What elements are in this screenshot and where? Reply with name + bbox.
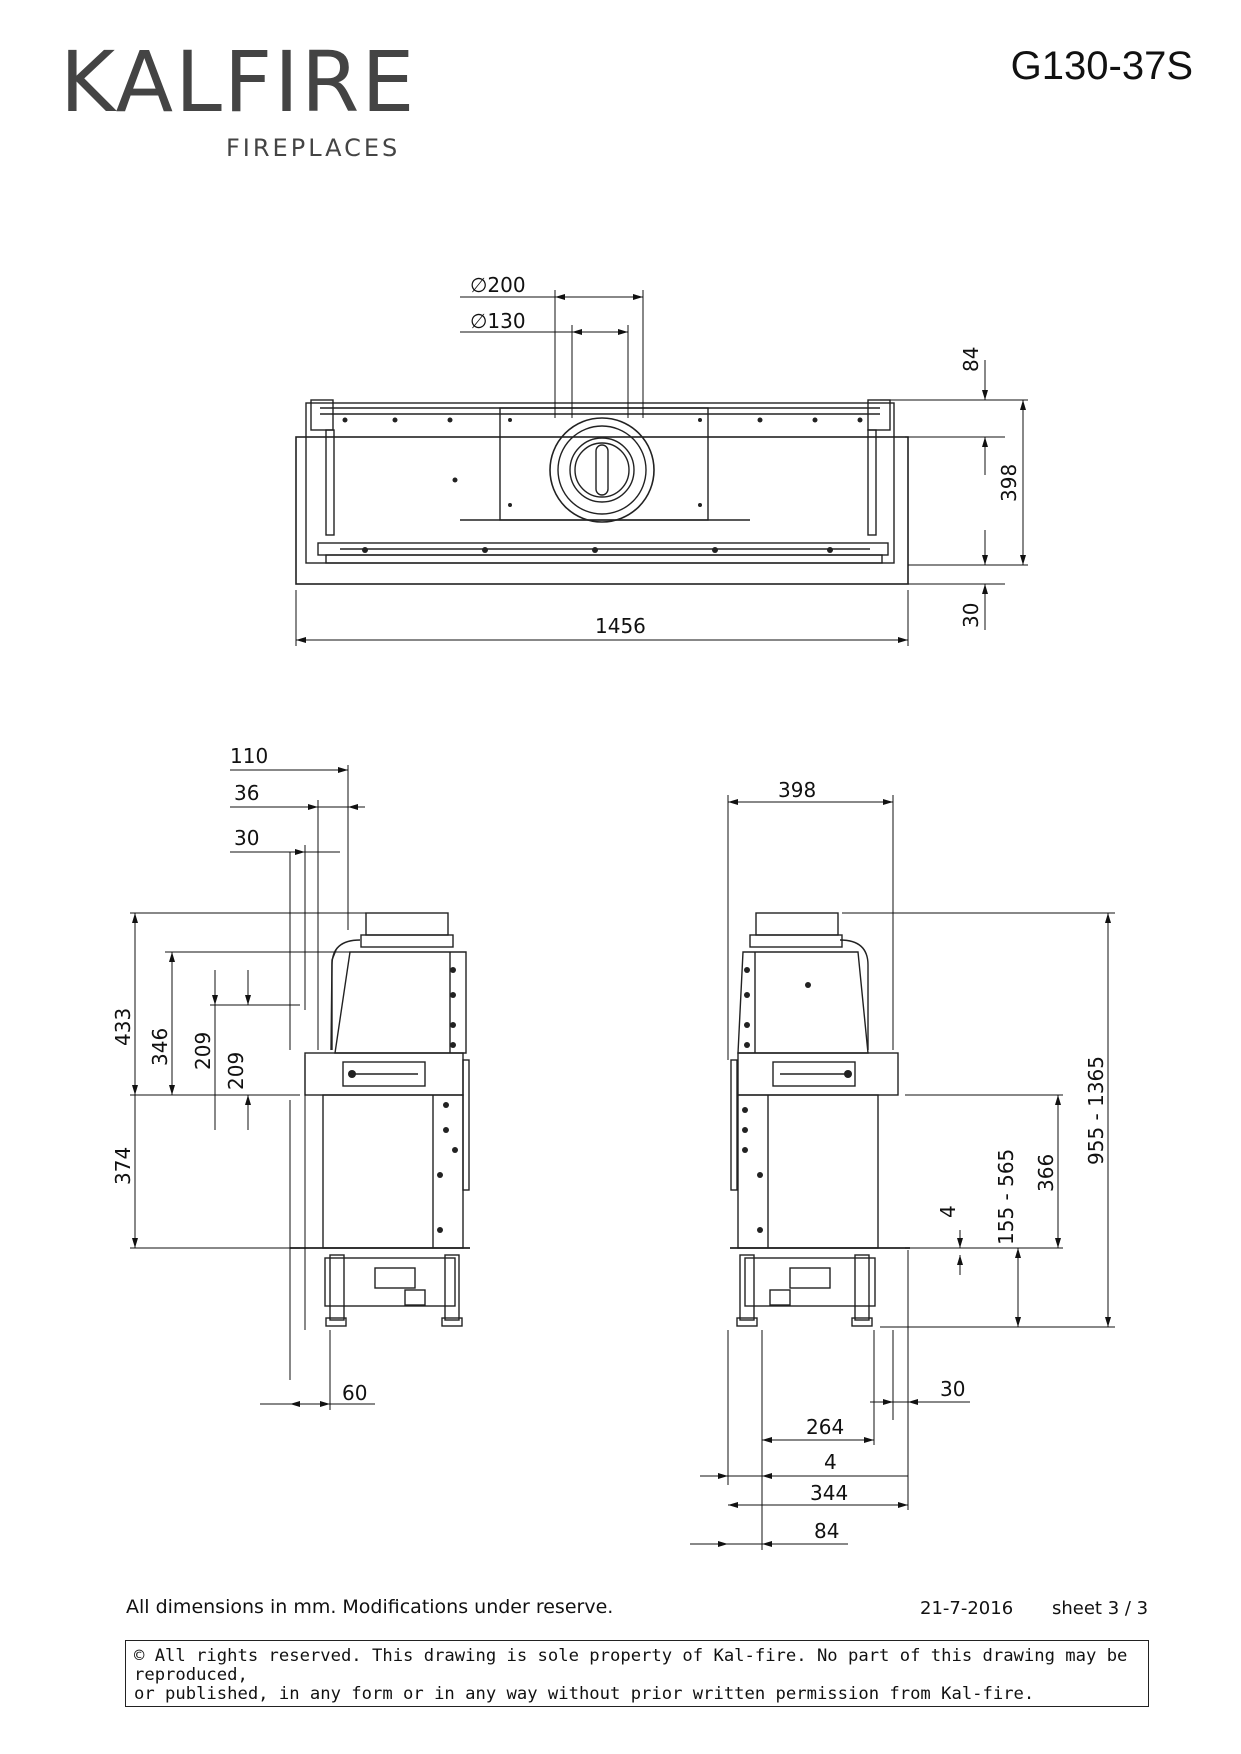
dim-30-left-label: 30 [234,826,259,850]
dim-84-right-label: 84 [814,1519,839,1543]
left-view-dimensions [130,765,375,1410]
dim-84-label: 84 [959,347,983,372]
dim-1456-label: 1456 [595,614,646,638]
dim-4-vertical-label: 4 [936,1205,960,1218]
dim-30-label: 30 [959,603,983,628]
brand-logo: KALFIRE [60,33,417,131]
dim-60-label: 60 [342,1381,367,1405]
dim-209a-label: 209 [191,1032,215,1070]
dim-264-label: 264 [806,1415,844,1439]
right-side-view [730,912,910,1327]
dim-155-565-label: 155 - 565 [994,1149,1018,1245]
dim-4-label: 4 [824,1450,837,1474]
brand-subtitle: FIREPLACES [226,134,401,162]
dim-110-label: 110 [230,744,268,768]
dim-d200-label: ∅200 [470,273,526,297]
dim-209b-label: 209 [224,1052,248,1090]
right-view-dimensions [690,795,1115,1550]
dim-344-label: 344 [810,1481,848,1505]
dim-36-label: 36 [234,781,259,805]
dim-346-label: 346 [148,1028,172,1066]
drawing-date: 21-7-2016 [920,1598,1014,1619]
top-view [295,399,909,585]
dim-374-label: 374 [111,1147,135,1185]
model-number: G130-37S [1010,44,1193,88]
dim-433-label: 433 [111,1008,135,1046]
top-view-dimensions [295,290,1028,646]
left-side-view [290,912,470,1327]
dimensions-note: All dimensions in mm. Modifications unde… [126,1596,614,1618]
sheet-number: sheet 3 / 3 [1052,1598,1149,1619]
dim-d130-label: ∅130 [470,309,526,333]
dim-30-right-label: 30 [940,1377,965,1401]
dim-366-label: 366 [1034,1154,1058,1192]
dim-955-1365-label: 955 - 1365 [1084,1056,1108,1165]
dim-398-right-label: 398 [778,778,816,802]
copyright-notice: © All rights reserved. This drawing is s… [125,1640,1149,1707]
dim-398-label: 398 [997,464,1021,502]
